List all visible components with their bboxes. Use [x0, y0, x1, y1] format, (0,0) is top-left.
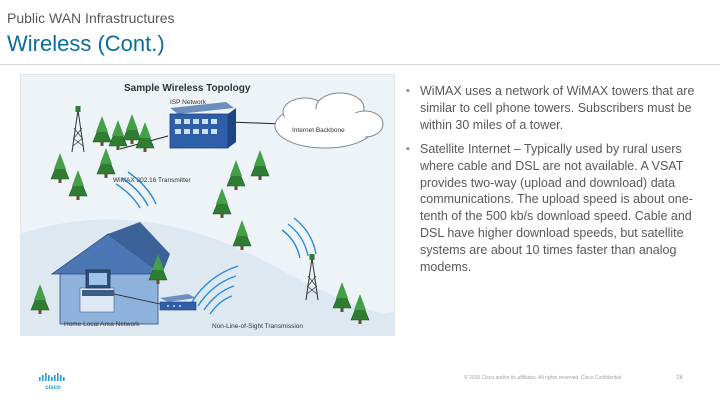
nlos-label: Non-Line-of-Sight Transmission [212, 323, 303, 330]
internet-label: Internet Backbone [292, 127, 345, 134]
page-number: 28 [676, 375, 683, 381]
link-isp-internet [229, 121, 283, 125]
cisco-logo-icon: cisco [38, 372, 68, 391]
logo-text: cisco [45, 385, 61, 390]
signal-waves-icon [115, 171, 157, 209]
bullet-icon: ▪ [406, 142, 410, 155]
isp-label: ISP Network [170, 99, 207, 106]
diagram-title: Sample Wireless Topology [124, 83, 251, 94]
title-divider [0, 64, 720, 65]
building-icon [169, 102, 236, 149]
wireless-topology-diagram: Sample Wireless Topology ISP Network [19, 73, 396, 337]
bullet-text: WiMAX uses a network of WiMAX towers tha… [420, 84, 695, 132]
modem-icon [159, 294, 197, 311]
lan-label: Home Local Area Network [64, 321, 140, 328]
cloud-icon [274, 92, 384, 149]
transmitter-label: WiMAX 802.16 Transmitter [113, 177, 191, 184]
link-computer-modem [113, 293, 161, 305]
list-item: ▪ WiMAX uses a network of WiMAX towers t… [404, 83, 700, 134]
bullet-list: ▪ WiMAX uses a network of WiMAX towers t… [404, 83, 700, 283]
copyright-footer: © 2016 Cisco and/or its affiliates. All … [464, 375, 622, 381]
bullet-text: Satellite Internet – Typically used by r… [420, 141, 693, 275]
computer-icon [82, 269, 114, 296]
page-title: Wireless (Cont.) [7, 31, 165, 56]
list-item: ▪ Satellite Internet – Typically used by… [404, 141, 700, 276]
bullet-icon: ▪ [406, 85, 410, 97]
section-subtitle: Public WAN Infrastructures [7, 10, 175, 26]
